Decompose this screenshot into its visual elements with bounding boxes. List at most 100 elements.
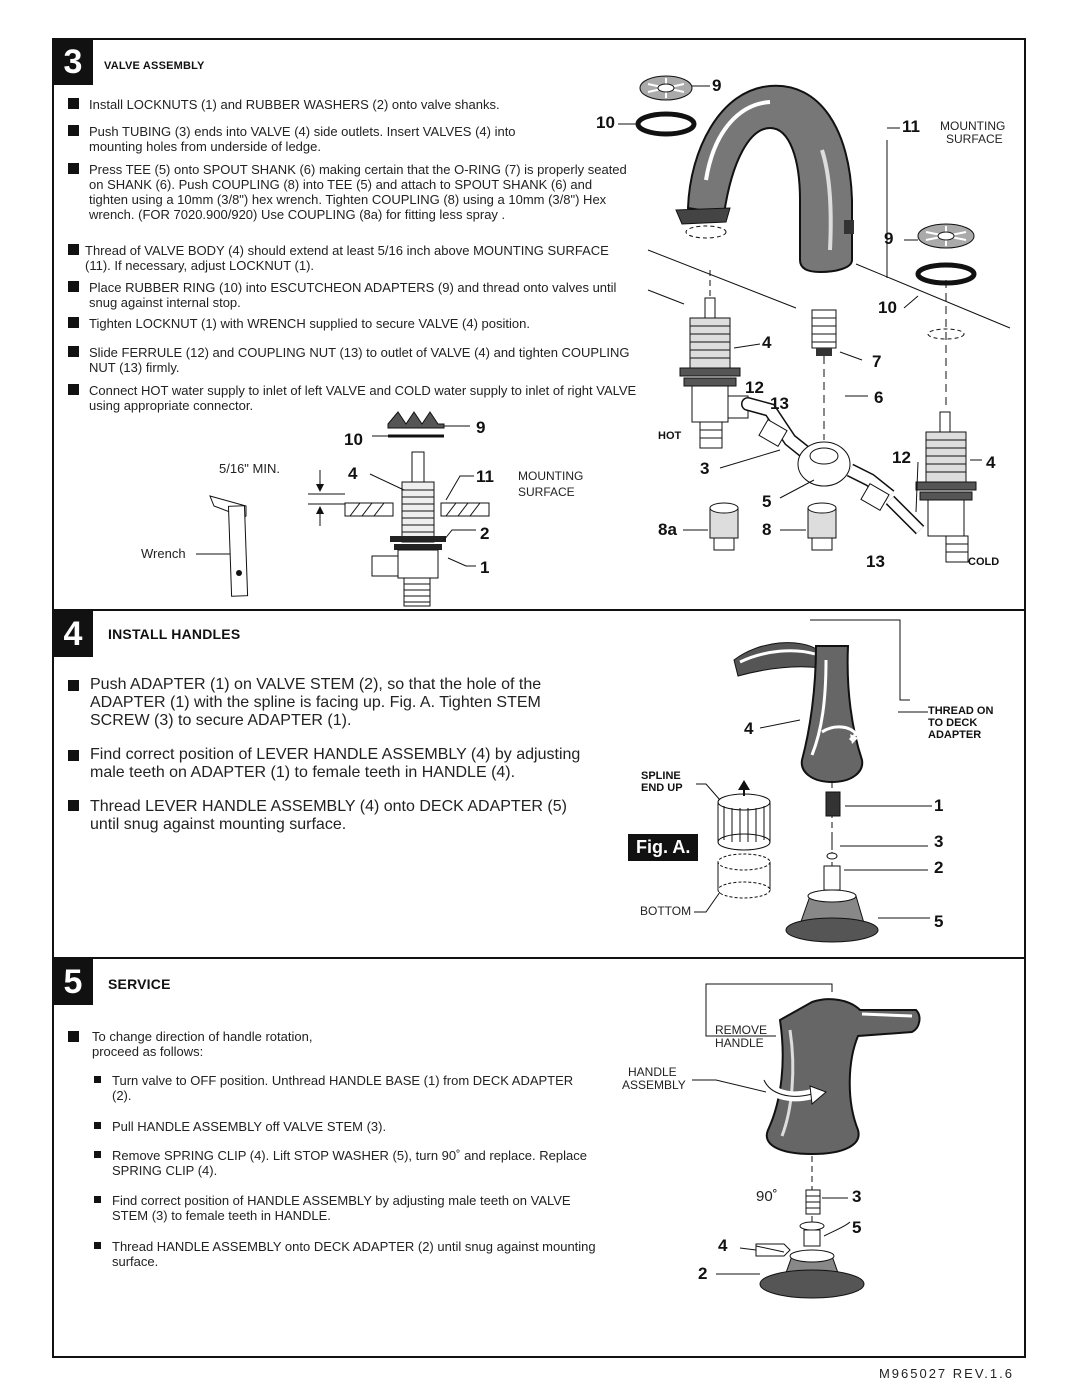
callout-2: 2 [934, 858, 944, 877]
instruction-item: Slide FERRULE (12) and COUPLING NUT (13)… [89, 345, 630, 375]
bullet [68, 1031, 79, 1042]
service-substep: Remove SPRING CLIP (4). Lift STOP WASHER… [112, 1148, 587, 1178]
hot-label: HOT [658, 430, 682, 442]
callout-4: 4 [744, 719, 754, 738]
sub-bullet [94, 1122, 101, 1129]
bullet [68, 281, 79, 292]
callout-12: 12 [892, 448, 911, 467]
instruction-item: Connect HOT water supply to inlet of lef… [89, 383, 637, 413]
callout-12: 12 [745, 378, 764, 397]
bullet [68, 680, 79, 691]
callout-5: 5 [762, 492, 772, 511]
section-title-valve-assembly: VALVE ASSEMBLY [104, 60, 205, 72]
callout-11: 11 [902, 117, 920, 136]
callout-13: 13 [866, 552, 885, 571]
instruction-item: Press TEE (5) onto SPOUT SHANK (6) makin… [89, 162, 627, 222]
callout-13: 13 [770, 394, 789, 413]
wrench-label: Wrench [141, 546, 186, 561]
instruction-item: Thread LEVER HANDLE ASSEMBLY (4) onto DE… [90, 798, 567, 833]
callout-2: 2 [698, 1264, 708, 1283]
service-substep: Thread HANDLE ASSEMBLY onto DECK ADAPTER… [112, 1239, 596, 1269]
callout-1: 1 [480, 558, 490, 577]
callout-4: 4 [986, 453, 996, 472]
adapter-label: ADAPTER [928, 729, 982, 741]
service-intro: To change direction of handle rotation, … [92, 1029, 313, 1059]
step-number-5: 5 [53, 959, 93, 1005]
sub-bullet [94, 1242, 101, 1249]
bullet [68, 98, 79, 109]
instruction-item: Tighten LOCKNUT (1) with WRENCH supplied… [89, 316, 530, 331]
handle-label: HANDLE [715, 1036, 764, 1050]
service-substep: Pull HANDLE ASSEMBLY off VALVE STEM (3). [112, 1119, 387, 1134]
callout-8: 8 [762, 520, 772, 539]
instruction-item: Push TUBING (3) ends into VALVE (4) side… [89, 124, 516, 154]
callout-3: 3 [700, 459, 710, 478]
surface-label: SURFACE [518, 485, 575, 499]
section-divider [52, 609, 1026, 611]
bullet [68, 750, 79, 761]
sub-bullet [94, 1076, 101, 1083]
thread-on-label: THREAD ON [928, 705, 994, 717]
min-height-label: 5/16" MIN. [219, 461, 280, 476]
callout-7: 7 [872, 352, 882, 371]
step-number-4: 4 [53, 611, 93, 657]
sub-bullet [94, 1196, 101, 1203]
bullet [68, 346, 79, 357]
bullet [68, 125, 79, 136]
callout-10: 10 [596, 113, 615, 132]
rotation-degree-label: 90˚ [756, 1188, 778, 1205]
instruction-item: Install LOCKNUTS (1) and RUBBER WASHERS … [89, 97, 500, 112]
service-substep: Turn valve to OFF position. Unthread HAN… [112, 1073, 574, 1103]
bullet [68, 384, 79, 395]
callout-10: 10 [344, 430, 363, 449]
callout-3: 3 [934, 832, 944, 851]
callout-9: 9 [476, 418, 486, 437]
page-frame [52, 38, 1026, 1358]
callout-1: 1 [934, 796, 944, 815]
instruction-item: Place RUBBER RING (10) into ESCUTCHEON A… [89, 280, 617, 310]
surface-label: SURFACE [946, 132, 1003, 146]
bullet [68, 163, 79, 174]
callout-11: 11 [476, 467, 494, 486]
document-revision: M965027 REV.1.6 [878, 1366, 1014, 1381]
callout-10: 10 [878, 298, 897, 317]
mounting-label: MOUNTING [518, 469, 584, 483]
bottom-label: BOTTOM [640, 904, 692, 918]
service-substep: Find correct position of HANDLE ASSEMBLY… [112, 1193, 571, 1223]
assembly-label: ASSEMBLY [622, 1078, 686, 1092]
section-title-install-handles: INSTALL HANDLES [108, 626, 241, 642]
instruction-item: Push ADAPTER (1) on VALVE STEM (2), so t… [90, 676, 542, 729]
callout-9: 9 [884, 229, 894, 248]
spline-label: SPLINE [641, 770, 681, 782]
handle-assembly-label: HANDLE [628, 1065, 677, 1079]
callout-8a: 8a [658, 520, 677, 539]
callout-4: 4 [718, 1236, 728, 1255]
sub-bullet [94, 1151, 101, 1158]
callout-2: 2 [480, 524, 490, 543]
instruction-item: Thread of VALVE BODY (4) should extend a… [85, 243, 609, 273]
remove-label: REMOVE [715, 1023, 768, 1037]
to-deck-label: TO DECK [928, 717, 978, 729]
callout-6: 6 [874, 388, 884, 407]
callout-4: 4 [348, 464, 358, 483]
callout-5: 5 [852, 1218, 862, 1237]
callout-9: 9 [712, 76, 722, 95]
callout-3: 3 [852, 1187, 862, 1206]
step-number-3: 3 [53, 39, 93, 85]
section-divider [52, 957, 1026, 959]
section-title-service: SERVICE [108, 976, 171, 992]
fig-a-label: Fig. A. [628, 834, 699, 861]
callout-4: 4 [762, 333, 772, 352]
end-up-label: END UP [641, 782, 683, 794]
callout-5: 5 [934, 912, 944, 931]
instruction-item: Find correct position of LEVER HANDLE AS… [90, 746, 581, 781]
bullet [68, 317, 79, 328]
bullet [68, 800, 79, 811]
bullet [68, 244, 79, 255]
mounting-label: MOUNTING [940, 119, 1006, 133]
cold-label: COLD [968, 556, 1000, 568]
